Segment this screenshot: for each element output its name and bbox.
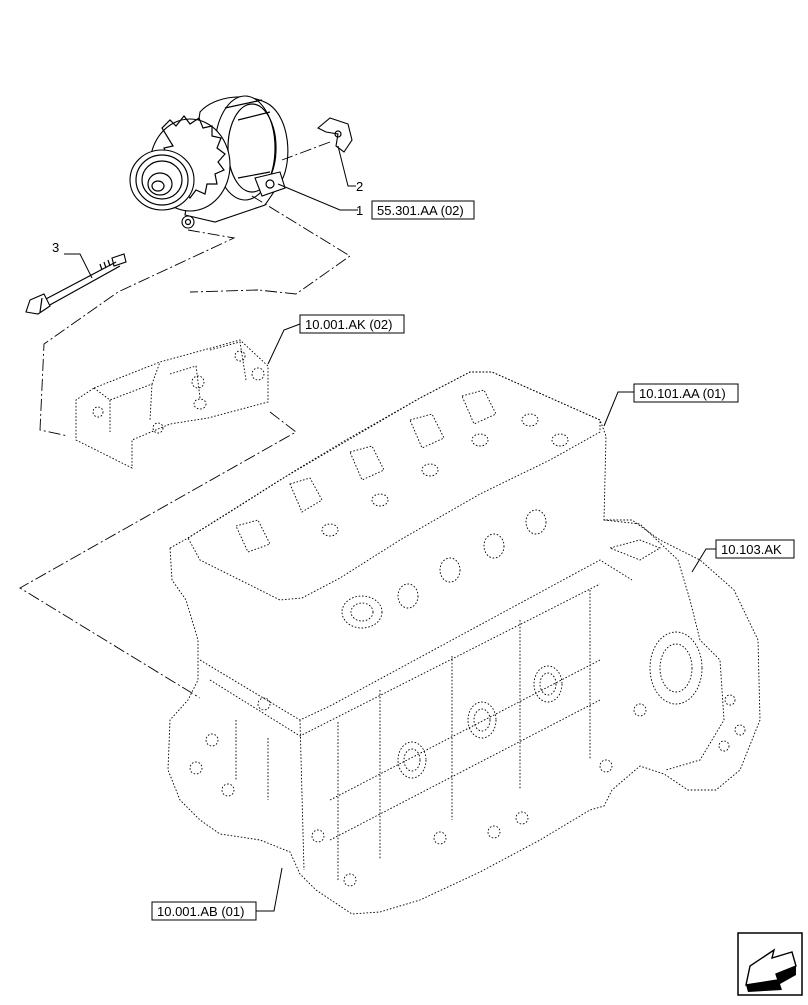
bolt[interactable] bbox=[25, 253, 127, 315]
ref-head-label: 10.101.AA (01) bbox=[639, 386, 726, 401]
callout-2: 2 bbox=[356, 179, 363, 194]
ref-head[interactable]: 10.101.AA (01) bbox=[633, 383, 739, 403]
engine-block[interactable] bbox=[167, 371, 761, 915]
mounting-clip[interactable] bbox=[317, 117, 353, 153]
navigation-arrow-icon[interactable] bbox=[737, 932, 803, 996]
ref-bracket-label: 10.001.AK (02) bbox=[305, 317, 392, 332]
assembly-lines bbox=[19, 141, 351, 699]
ref-alternator-label: 55.301.AA (02) bbox=[377, 203, 464, 218]
ref-alternator[interactable]: 55.301.AA (02) bbox=[371, 200, 475, 220]
leader-lines bbox=[64, 145, 716, 912]
ref-bracket[interactable]: 10.001.AK (02) bbox=[299, 314, 405, 334]
ref-block-label: 10.001.AB (01) bbox=[157, 904, 244, 919]
alternator-bracket[interactable] bbox=[75, 339, 269, 469]
ref-flywheel-housing[interactable]: 10.103.AK bbox=[715, 539, 795, 559]
ref-block[interactable]: 10.001.AB (01) bbox=[151, 901, 257, 921]
callout-3: 3 bbox=[52, 240, 59, 255]
alternator[interactable] bbox=[129, 95, 289, 229]
callout-1: 1 bbox=[356, 203, 363, 218]
ref-flywheel-housing-label: 10.103.AK bbox=[721, 542, 782, 557]
